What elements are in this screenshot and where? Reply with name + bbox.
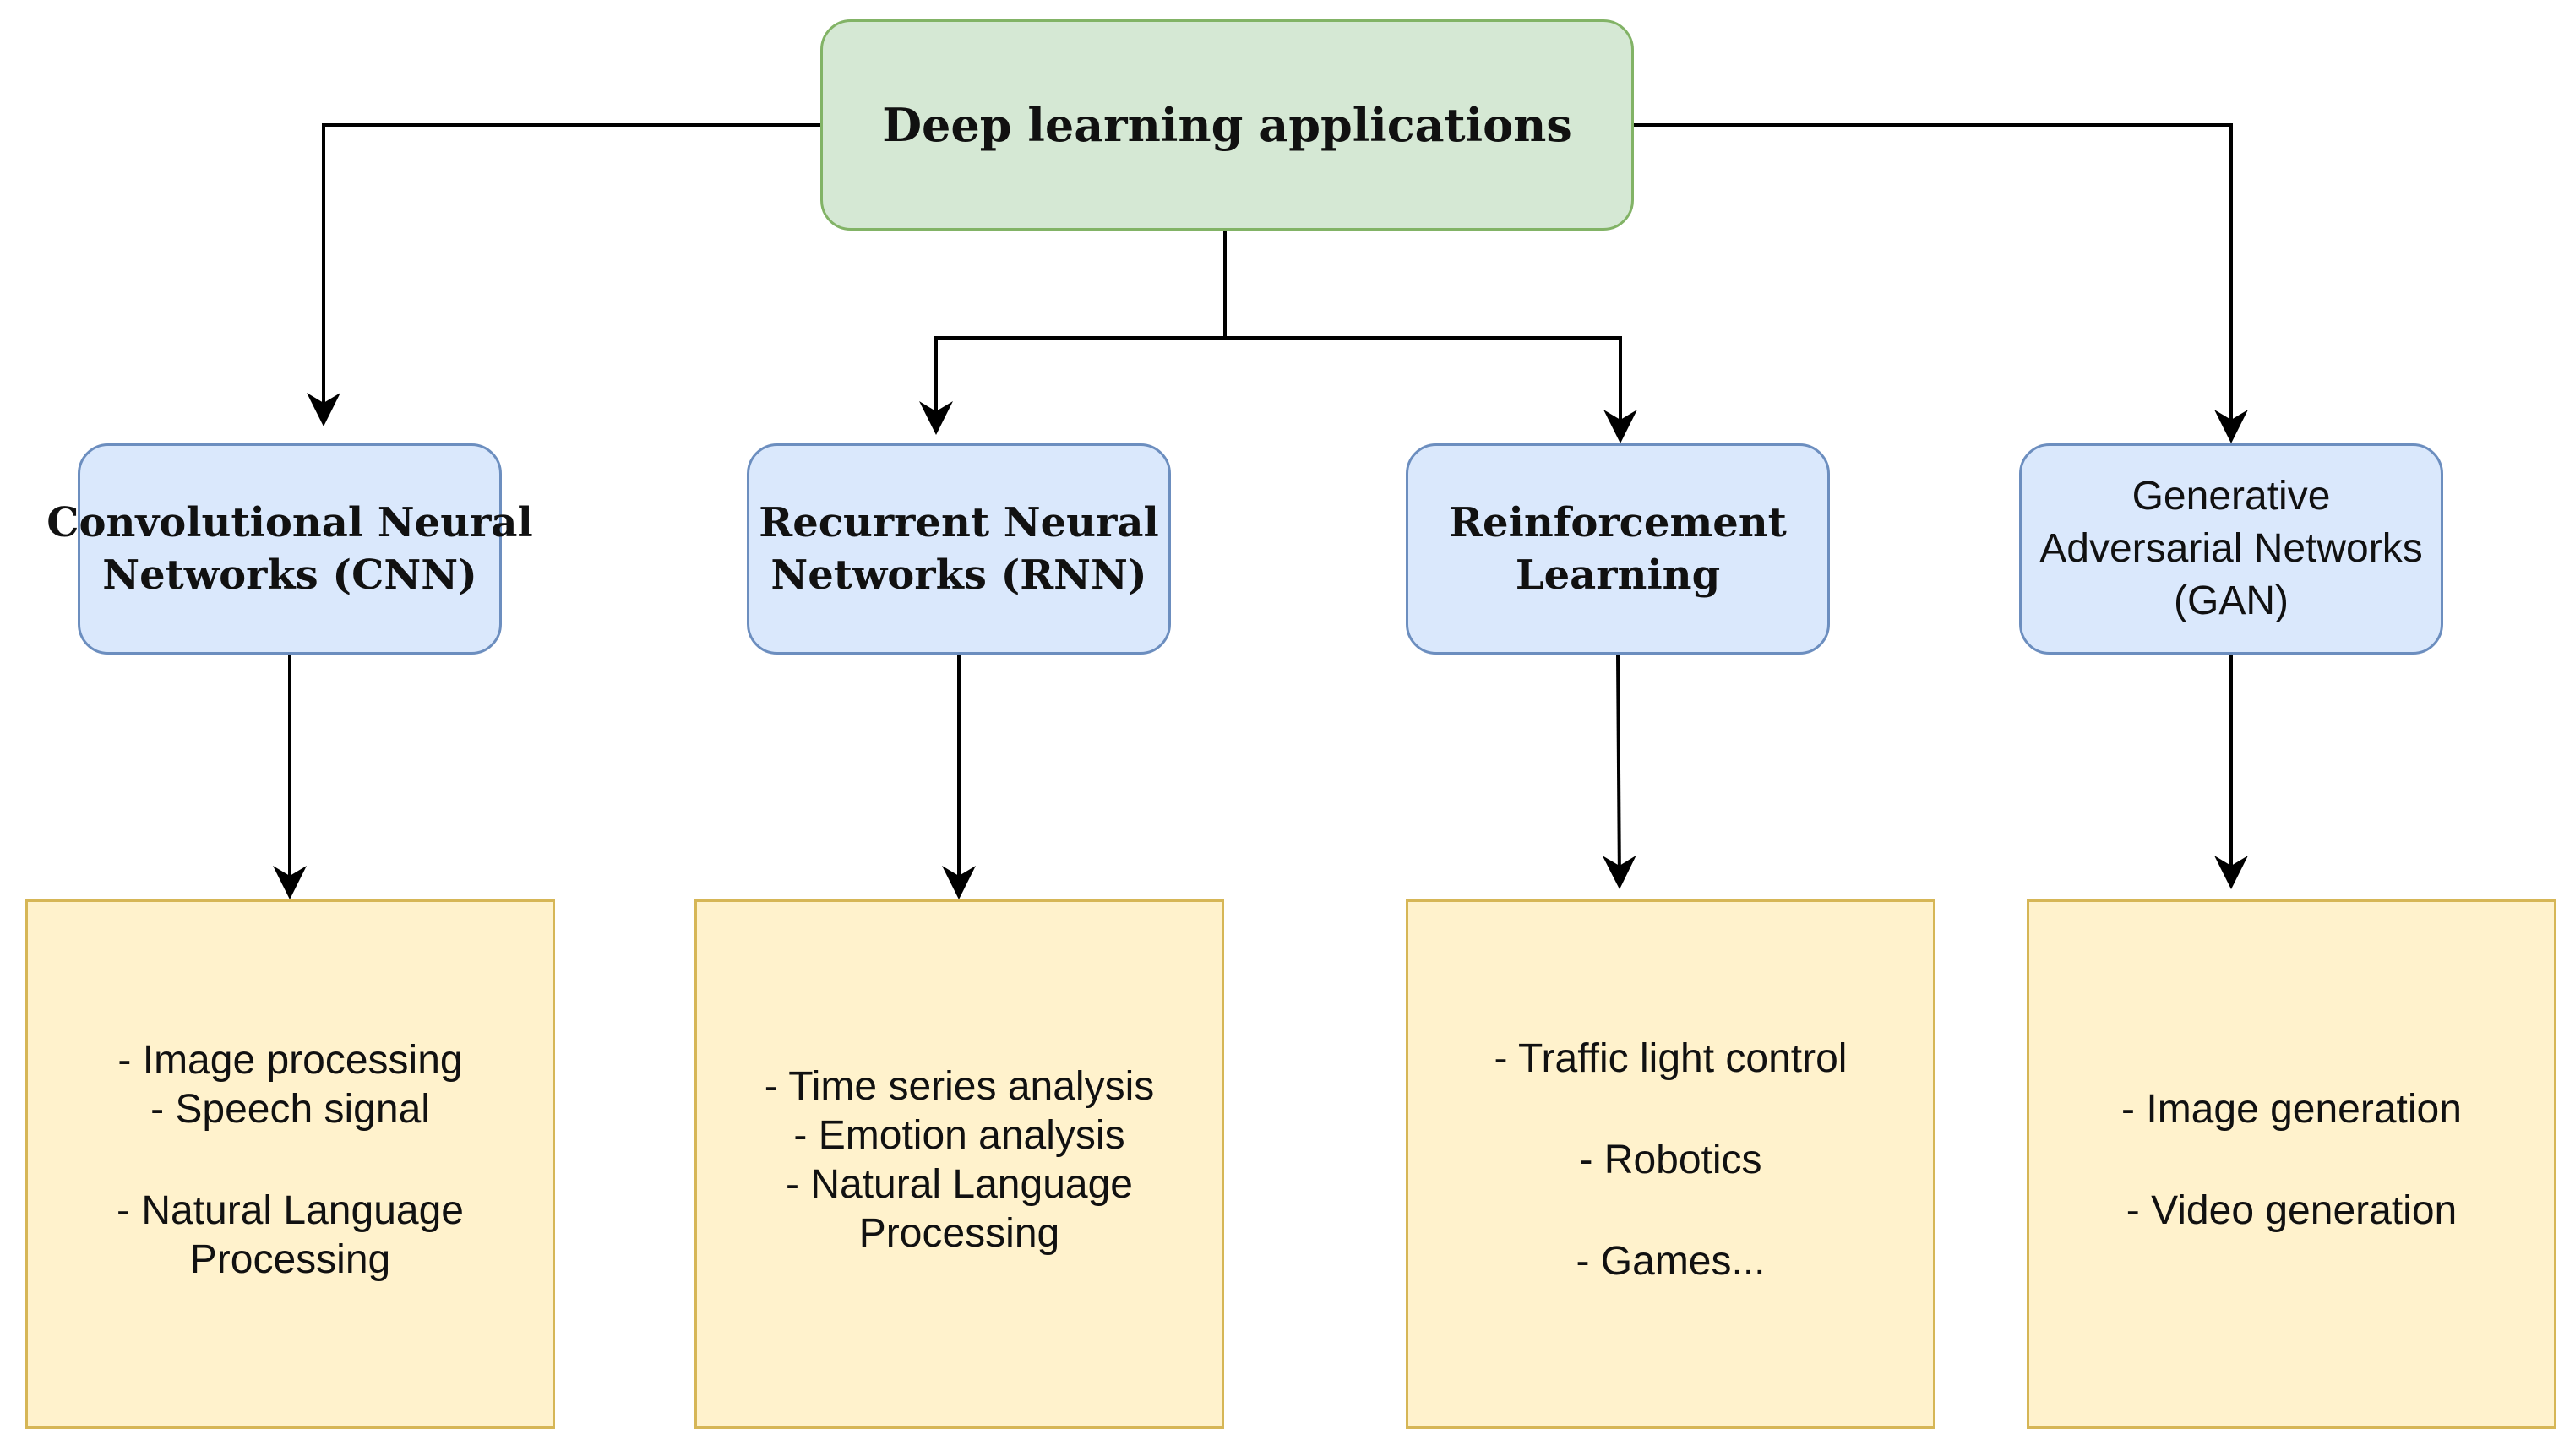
- applications-box-reinforcement-learning: - Traffic light control - Robotics - Gam…: [1406, 899, 1935, 1429]
- category-node-gan: Generative Adversarial Networks (GAN): [2019, 443, 2443, 655]
- category-label-line: Generative: [2131, 474, 2331, 519]
- application-item: - Traffic light control: [1494, 1035, 1848, 1081]
- category-label-line: Reinforcement: [1449, 499, 1787, 546]
- applications-box-gan: - Image generation - Video generation: [2027, 899, 2556, 1429]
- application-item: Processing: [189, 1236, 391, 1282]
- connector-root-to-rnn: [919, 336, 1225, 435]
- application-item: - Speech signal: [150, 1086, 430, 1132]
- category-label-line: Recurrent Neural: [759, 499, 1159, 546]
- application-item: - Image generation: [2121, 1086, 2462, 1132]
- application-item: - Image processing: [117, 1037, 463, 1083]
- category-label-line: Networks (RNN): [770, 551, 1147, 599]
- category-node-rnn: Recurrent Neural Networks (RNN): [747, 443, 1171, 655]
- category-label-line: Learning: [1515, 551, 1721, 599]
- root-node-label: Deep learning applications: [882, 98, 1572, 152]
- connector-root-to-rl: [1225, 336, 1637, 443]
- category-label-line: (GAN): [2174, 579, 2289, 623]
- connector-root-to-cnn: [307, 123, 820, 426]
- applications-box-cnn: - Image processing - Speech signal - Nat…: [25, 899, 555, 1429]
- application-item: - Video generation: [2126, 1187, 2458, 1233]
- category-node-cnn: Convolutional Neural Networks (CNN): [46, 443, 533, 655]
- application-item: Processing: [858, 1210, 1060, 1256]
- connector-rl-to-apps: [1602, 654, 1636, 889]
- application-item: - Natural Language: [786, 1161, 1133, 1207]
- category-label-line: Adversarial Networks: [2039, 526, 2423, 571]
- category-node-reinforcement-learning: Reinforcement Learning: [1406, 443, 1830, 655]
- root-node-deep-learning-applications: Deep learning applications: [820, 19, 1634, 231]
- application-item: - Emotion analysis: [793, 1112, 1125, 1158]
- applications-box-rnn: - Time series analysis - Emotion analysi…: [694, 899, 1224, 1429]
- category-label-line: Convolutional Neural: [46, 499, 533, 546]
- application-item: - Robotics: [1579, 1137, 1762, 1182]
- application-item: - Natural Language: [117, 1187, 464, 1233]
- application-item: - Time series analysis: [764, 1063, 1155, 1109]
- connector-root-to-gan: [1634, 123, 2248, 443]
- application-item: - Games...: [1576, 1238, 1766, 1284]
- category-label-line: Networks (CNN): [102, 551, 477, 599]
